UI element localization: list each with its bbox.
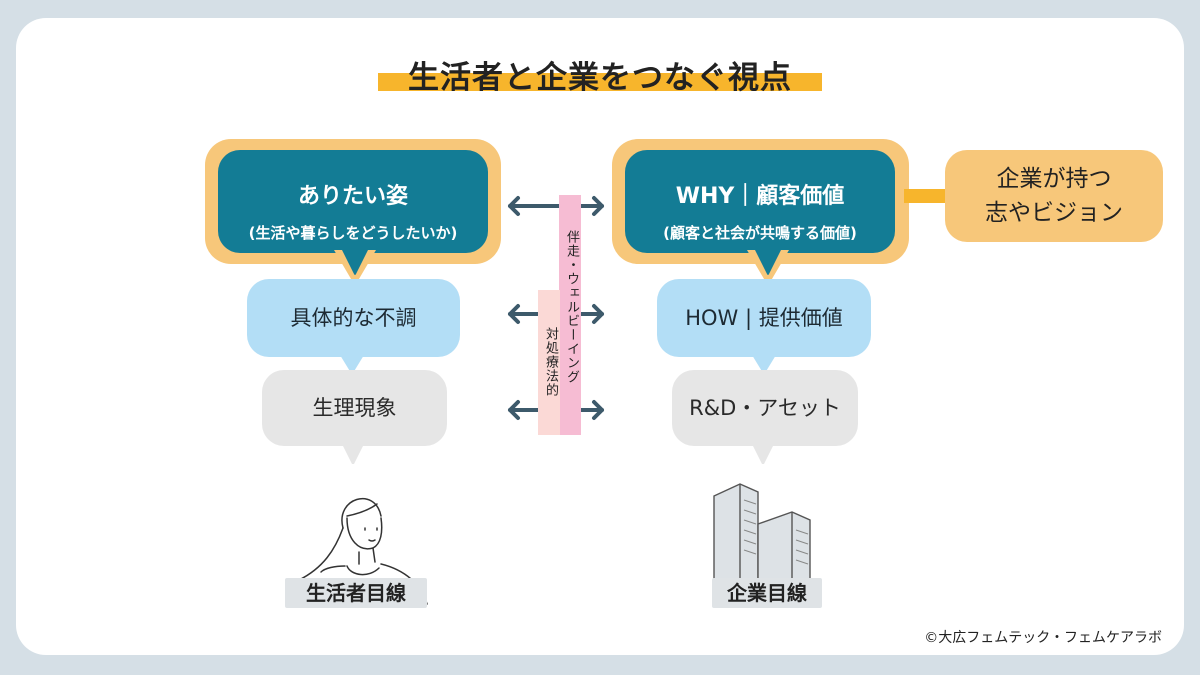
left-middle-bubble: 具体的な不調 — [247, 279, 460, 357]
left-top-title: ありたい姿 — [297, 184, 408, 209]
title-highlight — [378, 73, 822, 91]
person-illustration — [292, 498, 428, 605]
page-title: 生活者と企業をつなぐ視点 — [408, 60, 792, 96]
right-middle-bubble: HOW | 提供価値 — [657, 279, 871, 357]
symptomatic-label: 対処療法的 — [543, 327, 558, 397]
buildings-illustration — [713, 483, 811, 581]
wellbeing-bar — [559, 195, 581, 435]
vision-connector — [904, 189, 948, 203]
vision-line2: 志やビジョン — [985, 200, 1123, 226]
left-top-bubble: ありたい姿 (生活や暮らしをどうしたいか) — [218, 150, 488, 253]
symptomatic-bar — [538, 290, 560, 435]
corporate-view-label: 企業目線 — [712, 578, 822, 608]
left-bottom-pointer — [342, 444, 364, 464]
left-top-subtitle: (生活や暮らしをどうしたいか) — [248, 224, 458, 242]
copyright-credit: ©大広フェムテック・フェムケアラボ — [924, 630, 1162, 646]
right-middle-pointer — [752, 355, 776, 373]
left-top-pointer — [334, 250, 376, 285]
left-middle-pointer — [340, 355, 364, 373]
right-bottom-label: R&D・アセット — [689, 396, 841, 420]
right-bottom-bubble: R&D・アセット — [672, 370, 858, 446]
right-top-title: WHY｜顧客価値 — [675, 184, 845, 209]
right-top-subtitle: (顧客と社会が共鳴する価値) — [663, 224, 857, 242]
vision-bubble: 企業が持つ 志やビジョン — [945, 150, 1163, 242]
left-bottom-label: 生理現象 — [312, 396, 397, 420]
right-top-bubble: WHY｜顧客価値 (顧客と社会が共鳴する価値) — [625, 150, 895, 253]
right-bottom-pointer — [752, 444, 774, 464]
vision-line1: 企業が持つ — [996, 166, 1112, 192]
right-top-pointer — [747, 250, 789, 285]
wellbeing-label: 伴走・ウェルビーイング — [564, 230, 579, 384]
left-bottom-bubble: 生理現象 — [262, 370, 447, 446]
right-middle-label: HOW | 提供価値 — [685, 306, 843, 330]
arrow-top — [508, 196, 604, 216]
consumer-view-label: 生活者目線 — [285, 578, 427, 608]
left-middle-label: 具体的な不調 — [290, 306, 417, 330]
diagram-card — [16, 18, 1184, 655]
